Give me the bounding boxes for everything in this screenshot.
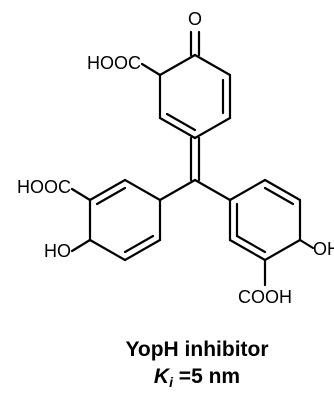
oh-left-label: HO <box>44 241 71 261</box>
caption-title: YopH inhibitor <box>125 338 268 361</box>
caption-ki: Ki =5 nm <box>154 365 240 390</box>
left-aryl-ring <box>70 178 197 262</box>
cooh-bottom-label: COOH <box>238 287 292 307</box>
cooh-left-label: HOOC <box>17 177 71 197</box>
right-aryl-ring <box>193 178 315 287</box>
ki-symbol: K <box>154 365 171 388</box>
ki-subscript: i <box>169 374 174 390</box>
cooh-top-label: HOOC <box>87 53 141 73</box>
central-double-bond <box>189 136 201 182</box>
oh-right-label: OH <box>313 239 334 259</box>
oxo-label: O <box>188 9 202 29</box>
quinone-ring <box>140 30 232 140</box>
ki-value: =5 nm <box>173 365 240 388</box>
